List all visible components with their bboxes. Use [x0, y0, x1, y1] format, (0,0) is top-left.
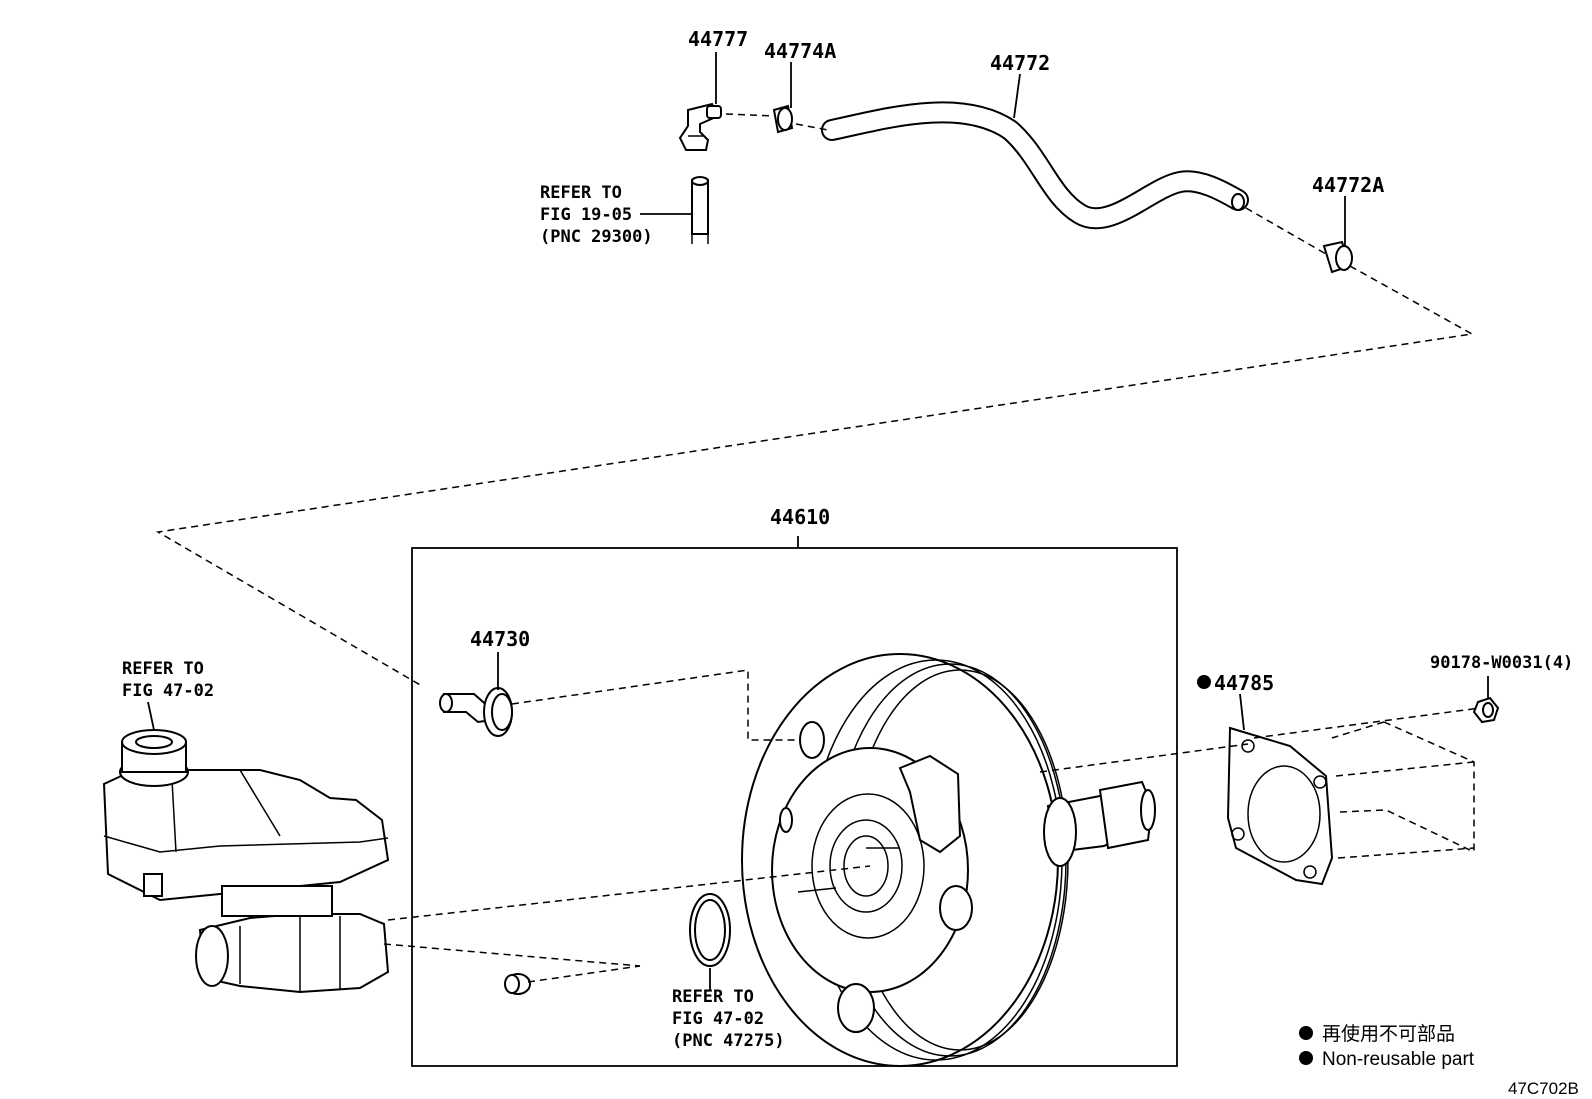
figure-code: 47C702B [1508, 1079, 1579, 1098]
legend-text-english: Non-reusable part [1322, 1049, 1475, 1070]
pushrod-clevis [1043, 780, 1156, 867]
master-cylinder-reservoir [102, 729, 390, 902]
part-label-44610: 44610 [770, 505, 830, 529]
booster-assembly-box [411, 547, 1178, 1067]
refer-note-fig-47-02-oring: REFER TO FIG 47-02 (PNC 47275) [672, 987, 785, 1051]
refer-note-line: FIG 47-02 [122, 681, 214, 701]
legend-text-japanese: 再使用不可部品 [1322, 1023, 1455, 1045]
legend-bullet-icon [1299, 1051, 1313, 1065]
refer-note-fig-47-02-reservoir: REFER TO FIG 47-02 [122, 659, 214, 701]
refer-note-fig-19-05: REFER TO FIG 19-05 (PNC 29300) [540, 183, 653, 247]
master-cylinder-body [143, 873, 390, 994]
legend-bullet-icon [1299, 1026, 1313, 1040]
part-label-90178: 90178-W0031(4) [1430, 653, 1573, 673]
check-valve-44730 [439, 687, 513, 737]
refer-note-line: REFER TO [122, 659, 204, 679]
elbow-fitting-44777 [678, 102, 722, 151]
refer-note-line: REFER TO [672, 987, 754, 1007]
assembly-guide-lines [155, 113, 1481, 983]
part-label-44774A: 44774A [764, 39, 836, 63]
nut-90178-W0031 [1472, 676, 1500, 724]
brake-booster-44610 [741, 653, 1156, 1067]
non-reusable-marker-44785 [1197, 675, 1211, 689]
part-label-44785: 44785 [1214, 671, 1274, 695]
hose-clip-44774A [772, 104, 794, 134]
vacuum-hose-44772 [821, 101, 1249, 230]
plug-grommet [504, 973, 531, 995]
gasket-44785 [1226, 726, 1334, 886]
label-leaders [147, 52, 1346, 990]
refer-note-line: FIG 19-05 [540, 205, 632, 225]
refer-note-line: (PNC 47275) [672, 1031, 785, 1051]
intake-pipe-stub [691, 176, 709, 244]
refer-note-line: FIG 47-02 [672, 1009, 764, 1029]
part-label-44772A: 44772A [1312, 173, 1384, 197]
part-label-44730: 44730 [470, 627, 530, 651]
part-label-44777: 44777 [688, 27, 748, 51]
hose-clip-44772A [1322, 240, 1353, 274]
part-label-44772: 44772 [990, 51, 1050, 75]
refer-note-line: (PNC 29300) [540, 227, 653, 247]
refer-note-line: REFER TO [540, 183, 622, 203]
o-ring [689, 893, 731, 967]
legend: 再使用不可部品 Non-reusable part [1299, 1023, 1475, 1070]
